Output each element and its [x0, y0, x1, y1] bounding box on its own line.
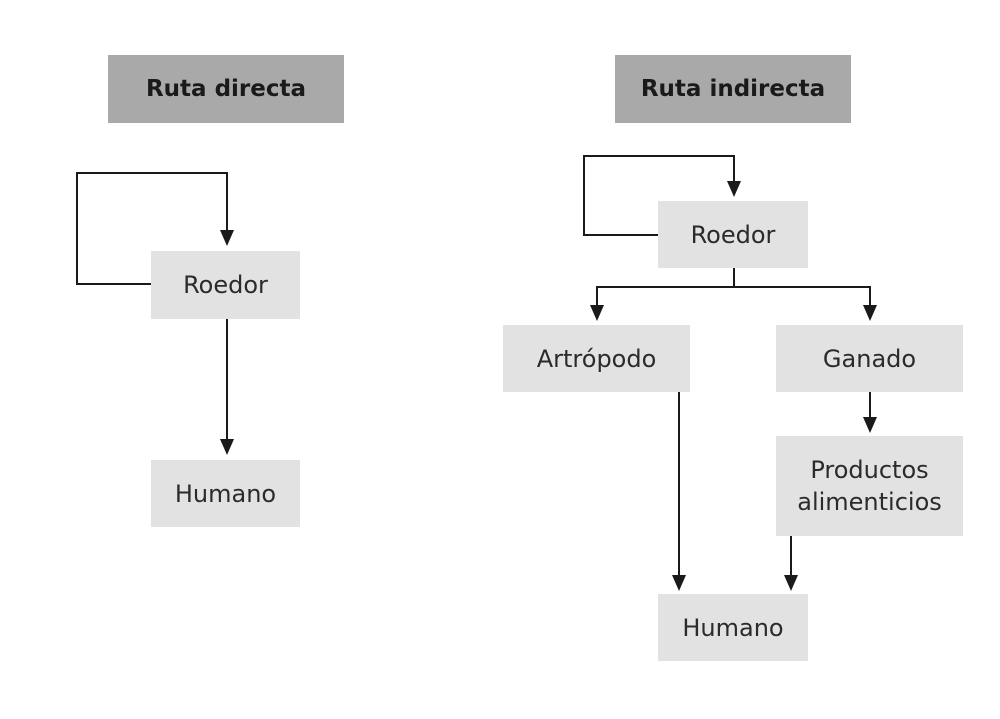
direct-human-node: Humano: [151, 460, 300, 527]
direct-rodent-to-human-arrow: [220, 319, 234, 455]
food-products-label-line1: Productos: [810, 456, 929, 484]
indirect-rodent-node: Roedor: [658, 201, 808, 268]
food-products-node: Productos alimenticios: [776, 436, 963, 536]
direct-rodent-loop-arrow: [76, 172, 234, 285]
food-products-label-line2: alimenticios: [797, 488, 942, 516]
indirect-route-title: Ruta indirecta: [615, 55, 851, 123]
arthropod-to-human-arrow: [672, 392, 686, 591]
direct-rodent-node: Roedor: [151, 251, 300, 319]
indirect-human-node: Humano: [658, 594, 808, 661]
livestock-node: Ganado: [776, 325, 963, 392]
arthropod-node: Artrópodo: [503, 325, 690, 392]
food-to-human-arrow: [784, 536, 798, 591]
indirect-rodent-split-arrows: [590, 268, 877, 321]
livestock-to-food-arrow: [863, 392, 877, 433]
indirect-rodent-loop-arrow: [583, 155, 741, 236]
direct-route-title: Ruta directa: [108, 55, 344, 123]
